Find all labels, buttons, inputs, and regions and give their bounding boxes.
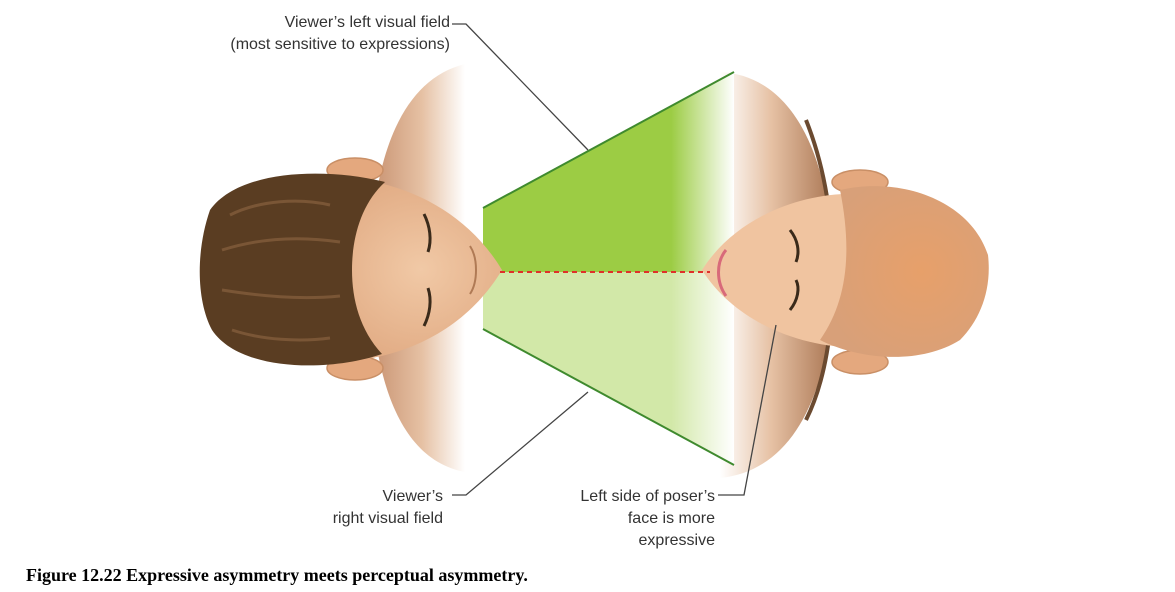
viewer-head-icon xyxy=(199,157,502,381)
leader-right-field xyxy=(452,391,589,496)
label-right-visual-field-line2: right visual field xyxy=(332,510,443,527)
poser-bald-head xyxy=(820,186,989,357)
label-poser-line3: expressive xyxy=(638,532,715,549)
label-poser-line1: Left side of poser’s xyxy=(580,488,715,505)
label-left-visual-field: Viewer’s left visual field (most sensiti… xyxy=(190,12,450,56)
label-left-visual-field-line2: (most sensitive to expressions) xyxy=(230,36,450,53)
figure-caption: Figure 12.22 Expressive asymmetry meets … xyxy=(26,565,528,585)
label-right-visual-field-line1: Viewer’s xyxy=(382,488,443,505)
leader-left-field xyxy=(452,23,589,151)
label-poser-line2: face is more xyxy=(627,510,715,527)
label-poser-left-side: Left side of poser’s face is more expres… xyxy=(540,486,715,552)
face-asymmetry-diagram xyxy=(199,23,989,496)
leader-poser xyxy=(718,324,777,496)
viewer-hair xyxy=(199,173,385,366)
poser-head-icon xyxy=(702,169,989,375)
visual-field-cone xyxy=(482,71,735,466)
label-left-visual-field-line1: Viewer’s left visual field xyxy=(284,14,450,31)
label-right-visual-field: Viewer’s right visual field xyxy=(300,486,443,530)
